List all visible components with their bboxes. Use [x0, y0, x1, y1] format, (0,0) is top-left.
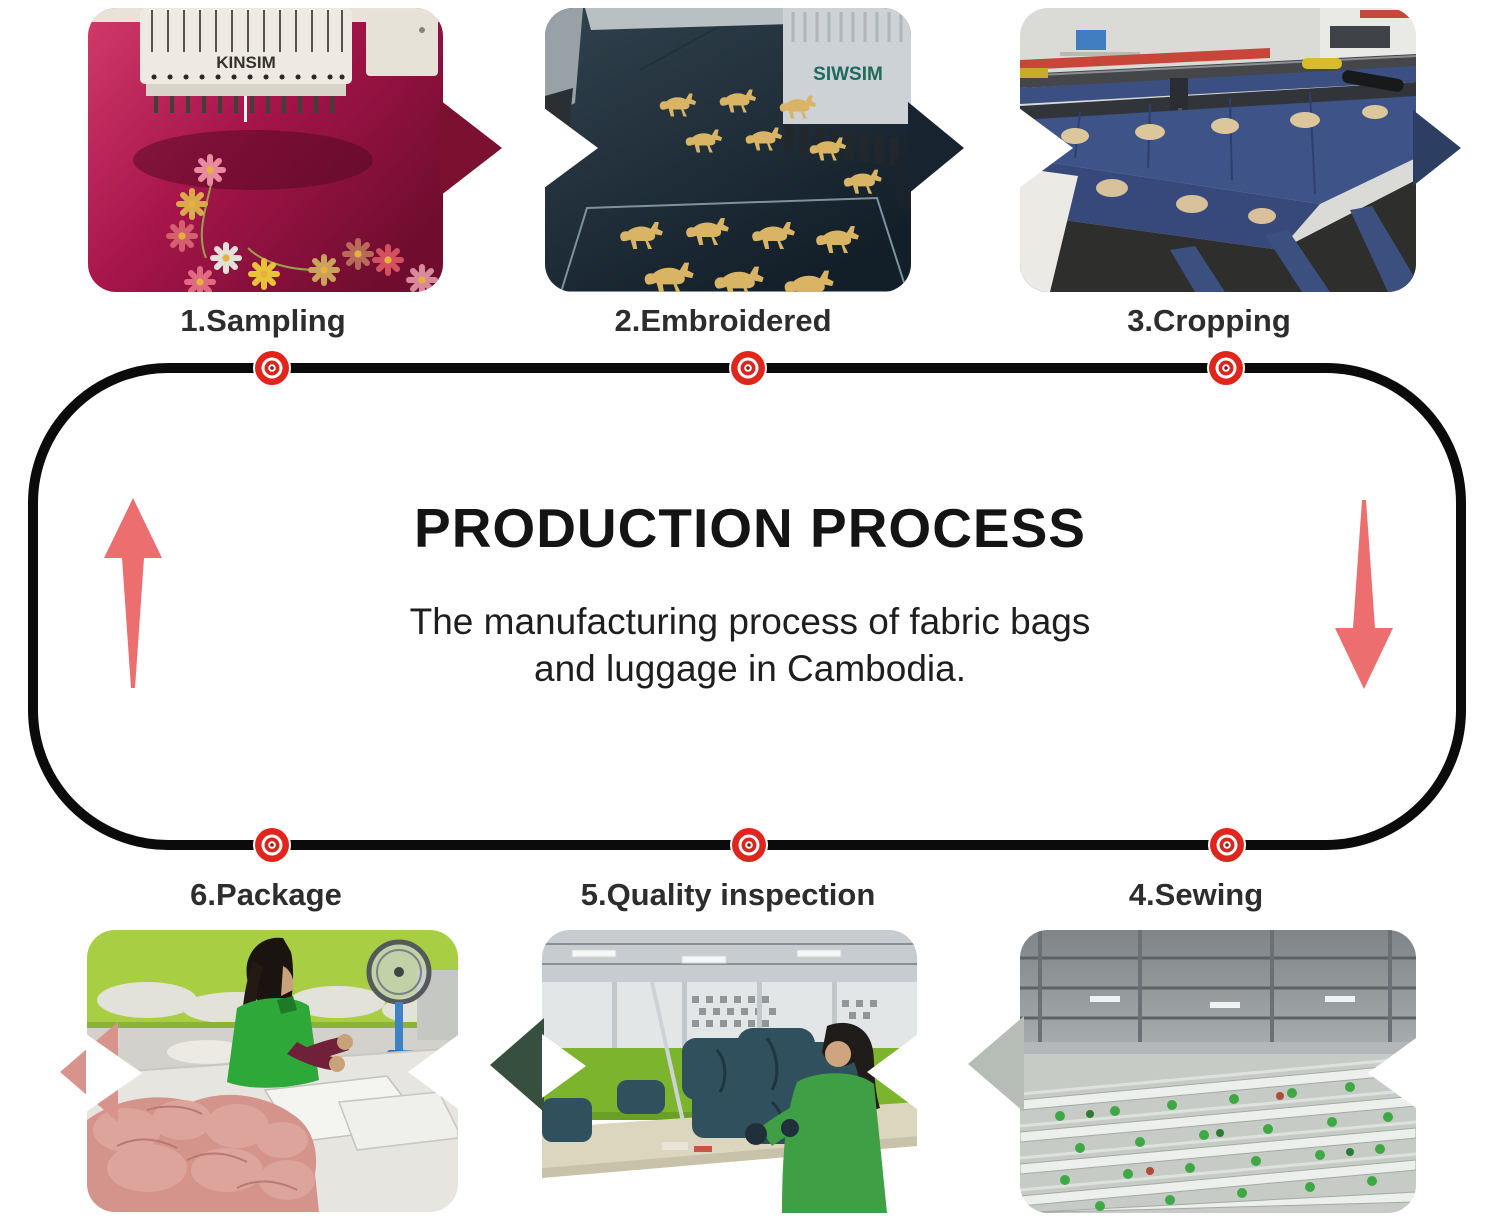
- step-label-sampling: 1.Sampling: [180, 303, 346, 338]
- page-title: PRODUCTION PROCESS: [414, 497, 1086, 559]
- photo-package: [87, 930, 458, 1212]
- photo-embroidered: SIWSIM: [545, 8, 911, 292]
- step-label-cropping: 3.Cropping: [1127, 303, 1291, 338]
- arrow-up-icon: [104, 498, 162, 688]
- step-label-embroidered: 2.Embroidered: [614, 303, 832, 338]
- step-label-sewing: 4.Sewing: [1128, 877, 1264, 912]
- sampling-photo-illustration: KINSIM: [88, 8, 443, 292]
- subtitle-line-2: and luggage in Cambodia.: [534, 648, 966, 689]
- target-marker-icon: [1207, 349, 1245, 387]
- embroidered-photo-illustration: SIWSIM: [545, 8, 911, 292]
- subtitle-line-1: The manufacturing process of fabric bags: [409, 601, 1091, 642]
- step-label-quality-inspection: 5.Quality inspection: [580, 877, 876, 912]
- sewing-photo-illustration: [1020, 930, 1416, 1213]
- step-label-package: 6.Package: [190, 877, 342, 912]
- cropping-photo-illustration: [1020, 8, 1416, 292]
- banner-arrowhead-right-icon: [440, 100, 502, 196]
- photo-sewing: [1020, 930, 1416, 1213]
- arrow-down-icon: [1335, 500, 1393, 689]
- target-marker-icon: [730, 826, 768, 864]
- target-marker-icon: [253, 826, 291, 864]
- machine-brand-text: SIWSIM: [813, 64, 883, 85]
- banner-arrowhead-left-icon: [490, 1018, 544, 1112]
- target-marker-icon: [1208, 826, 1246, 864]
- banner-arrowhead-right-icon: [908, 102, 964, 194]
- banner-arrowhead-right-icon: [1413, 110, 1461, 186]
- target-marker-icon: [729, 349, 767, 387]
- target-marker-icon: [253, 349, 291, 387]
- package-photo-illustration: [87, 930, 458, 1212]
- banner-arrowhead-left-icon: [968, 1016, 1024, 1112]
- machine-brand-text: KINSIM: [216, 53, 276, 72]
- page-subtitle: The manufacturing process of fabric bags…: [410, 598, 1091, 692]
- photo-cropping: [1020, 8, 1416, 292]
- quality-inspection-photo-illustration: [542, 930, 917, 1213]
- photo-quality-inspection: [542, 930, 917, 1213]
- photo-sampling: KINSIM: [88, 8, 443, 292]
